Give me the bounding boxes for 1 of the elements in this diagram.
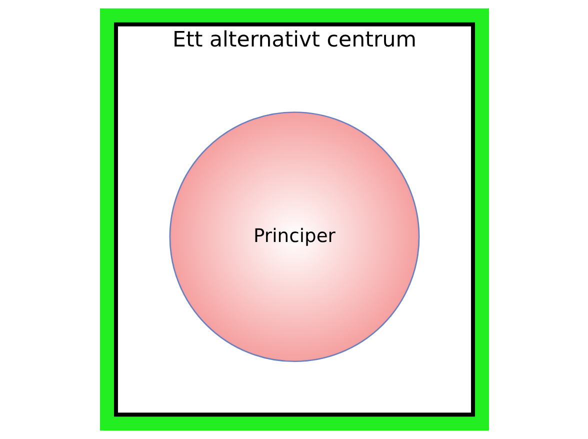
node-circle: Principer bbox=[168, 112, 420, 362]
